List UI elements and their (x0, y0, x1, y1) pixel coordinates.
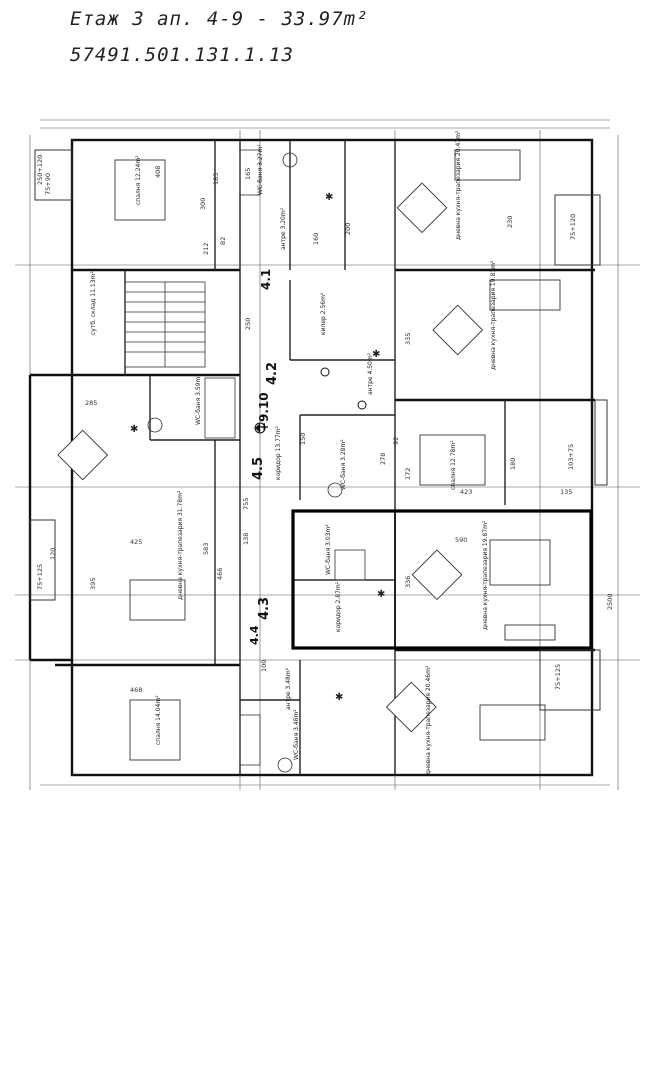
dim-text: 250 (244, 318, 252, 330)
room-label: дневна кухня-трапезария 20.46m² (425, 665, 432, 775)
dim-text: 120 (49, 548, 57, 560)
dim-text: 425 (130, 538, 142, 546)
dim-text: 2500 (606, 593, 614, 610)
vent-marks: ✱ ✱ ✱ ✱ ✱ (130, 192, 385, 703)
dimension-labels: 408 300 183 165 160 230 250 590 425 468 … (36, 155, 614, 694)
staircase (124, 281, 206, 368)
dim-text: 165 (244, 168, 252, 180)
handwritten-title: Етаж 3 ап. 4-9 - 33.97m² (70, 8, 369, 30)
room-label: антре 3.20m² (280, 207, 287, 250)
room-label: антре 3.48m² (285, 667, 292, 710)
dim-text: 135 (560, 488, 572, 496)
room-label: коридор 2.87m² (335, 581, 342, 632)
room-label: дневна кухня-трапезария 31.78m² (177, 490, 184, 600)
svg-text:✱: ✱ (377, 589, 385, 600)
axis-marker: 4.5 (251, 457, 266, 480)
dim-text: 100 (260, 660, 268, 672)
beds (114, 159, 486, 761)
dim-text: 180 (509, 458, 517, 470)
room-label: дневна кухня-трапезария 19.83m² (490, 260, 497, 370)
dim-text: 590 (455, 536, 467, 544)
room-label: коридор 13.77m² (275, 425, 282, 480)
bath-fixtures (147, 149, 366, 773)
dim-text: 200 (344, 223, 352, 235)
dim-text: 138 (242, 533, 250, 545)
axis-marker: 4.1 (259, 269, 273, 290)
dimension-grid (15, 119, 640, 790)
room-label: дневна кухня-трапезария 20.47m² (455, 130, 462, 240)
axis-marker: 4.2 (265, 362, 280, 385)
room-label: сутб. склад 11.13m² (90, 271, 97, 335)
dim-text: 423 (460, 488, 472, 496)
dim-text: 212 (202, 243, 210, 255)
elevation-mark: +9.10 (257, 392, 271, 432)
dining-tables (57, 182, 484, 733)
room-label: дневна кухня-трапезария 19.87m² (482, 520, 489, 630)
dim-text: 468 (130, 686, 142, 694)
dim-text: 395 (89, 578, 97, 590)
room-label: WC-баня 3.27m² (257, 144, 264, 195)
dim-text: 300 (199, 198, 207, 210)
level-symbols (254, 367, 367, 434)
dim-text: 160 (312, 233, 320, 245)
level-markers: 4.1 4.2 +9.10 4.5 4.3 4.4 (248, 269, 280, 645)
svg-text:✱: ✱ (130, 424, 138, 435)
room-label: WC-баня 3.48m² (293, 709, 300, 760)
dim-text: 250+120 (36, 155, 44, 185)
room-label: спалня 14.04m² (155, 695, 162, 745)
svg-text:✱: ✱ (335, 692, 343, 703)
room-label: WC-баня 3.28m² (340, 439, 347, 490)
room-label: WC-баня 3.59m² (195, 374, 202, 425)
dim-text: 755 (242, 498, 250, 510)
room-label: спалня 12.24m² (135, 155, 142, 205)
dim-text: 278 (379, 453, 387, 465)
dim-text: 336 (404, 576, 412, 588)
dim-text: 103+75 (567, 444, 575, 470)
room-label: WC-баня 3.03m² (325, 524, 332, 575)
dim-text: 172 (404, 468, 412, 480)
handwritten-cadastral-id: 57491.501.131.1.13 (70, 44, 294, 66)
svg-text:✱: ✱ (372, 349, 380, 360)
room-label: спалня 12.78m² (450, 440, 457, 490)
dim-text: 75+120 (569, 214, 577, 240)
dim-text: 583 (202, 543, 210, 555)
sofas (129, 149, 561, 741)
axis-marker: 4.3 (257, 597, 272, 620)
dim-text: 92 (392, 437, 400, 445)
dim-text: 82 (219, 237, 227, 245)
dim-text: 285 (85, 399, 97, 407)
dim-text: 150 (299, 433, 307, 445)
dim-text: 466 (216, 568, 224, 580)
room-label: килер 2.56m² (320, 292, 327, 335)
room-label: антре 4.50m² (367, 352, 374, 395)
axis-marker: 4.4 (248, 625, 261, 645)
dim-text: 408 (154, 166, 162, 178)
svg-text:✱: ✱ (325, 192, 333, 203)
dim-text: 230 (506, 216, 514, 228)
dim-text: 75+90 (44, 173, 52, 195)
dim-text: 75+125 (36, 564, 44, 590)
balconies (29, 149, 608, 711)
room-labels: спалня 12.24m² WC-баня 3.27m² дневна кух… (90, 130, 497, 775)
dim-text: 75+125 (554, 664, 562, 690)
dim-text: 183 (212, 173, 220, 185)
dim-text: 335 (404, 333, 412, 345)
